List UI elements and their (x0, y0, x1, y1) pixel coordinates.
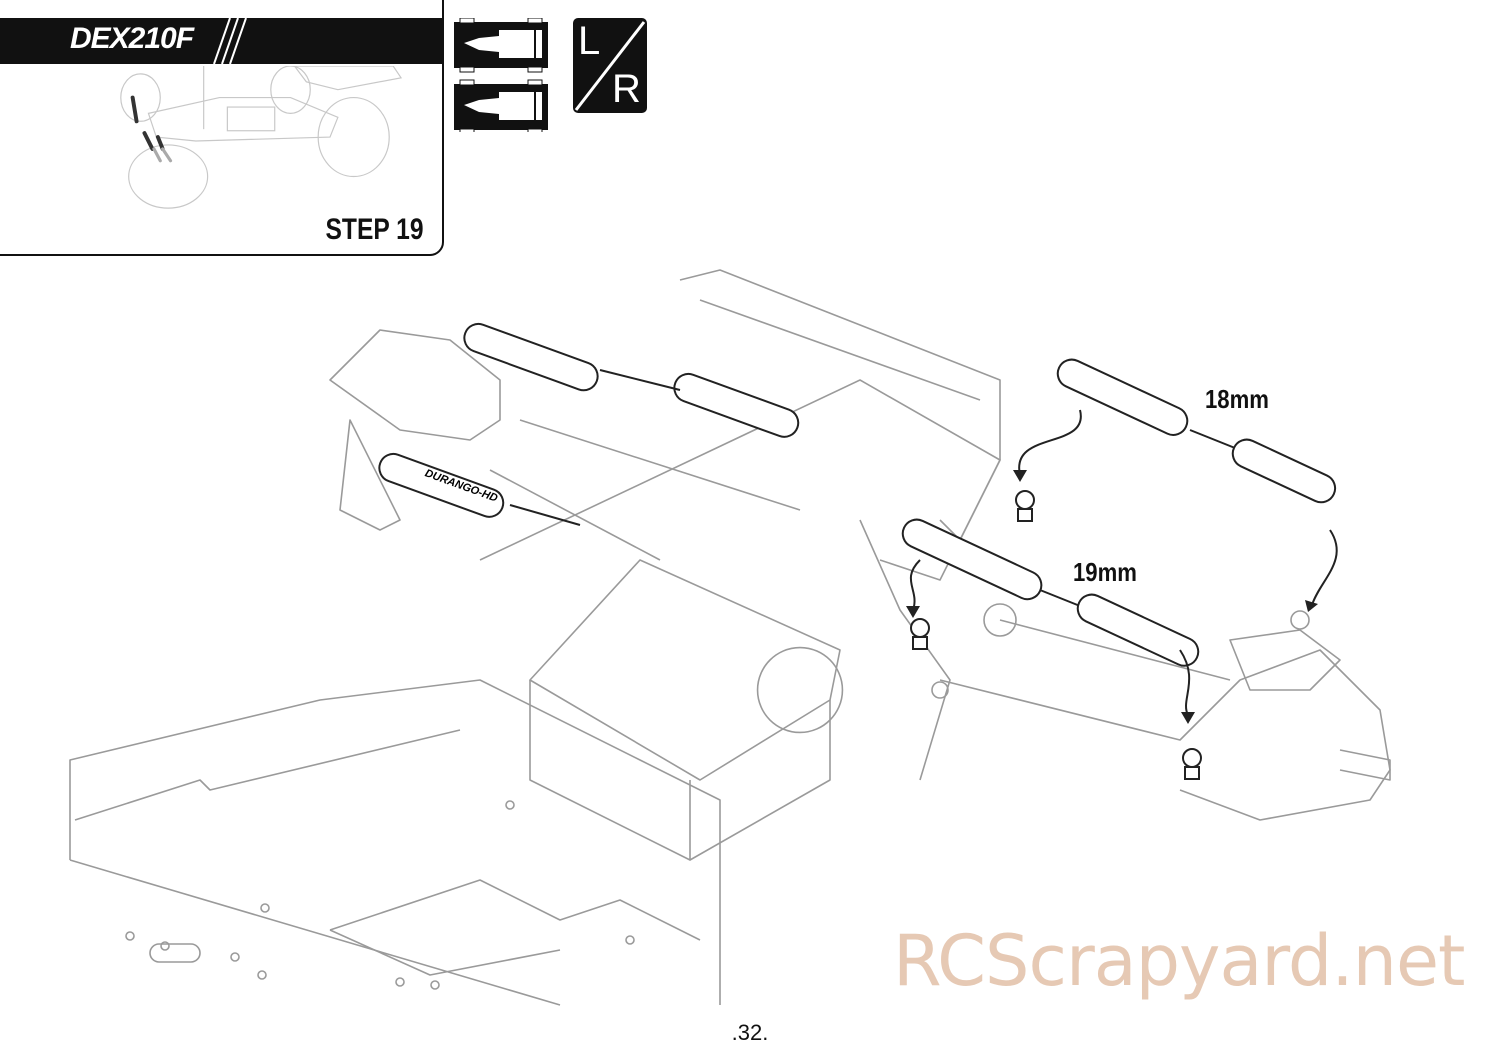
car-top-view-icon (454, 18, 548, 73)
screw-icons (910, 490, 1202, 780)
left-label: L (578, 19, 601, 63)
step-panel: DEX210F STEP 19 (0, 0, 444, 256)
car-orientation-icons (454, 18, 548, 132)
right-label: R (612, 67, 641, 111)
turnbuckle-installed-lower (378, 452, 581, 526)
length-label-18mm: 18mm (1205, 384, 1269, 414)
left-right-badge: L R (572, 17, 648, 114)
model-logo: DEX210F (70, 22, 194, 55)
buggy-overview-illustration (120, 66, 403, 209)
turnbuckle-19mm (901, 518, 1200, 667)
arrowhead-icons (906, 470, 1318, 724)
step-number: STEP 19 (325, 213, 424, 246)
banner-stripes (213, 18, 247, 64)
install-arrows (909, 409, 1338, 716)
page-number: .32. (731, 1020, 769, 1045)
car-bottom-view-icon (454, 79, 548, 132)
length-label-19mm: 19mm (1073, 557, 1137, 587)
turnbuckle-installed-upper (463, 322, 800, 438)
chassis-assembly-illustration (69, 269, 1391, 1006)
watermark: RCScrapyard.net (893, 920, 1465, 1002)
turnbuckle-18mm (1056, 358, 1337, 504)
